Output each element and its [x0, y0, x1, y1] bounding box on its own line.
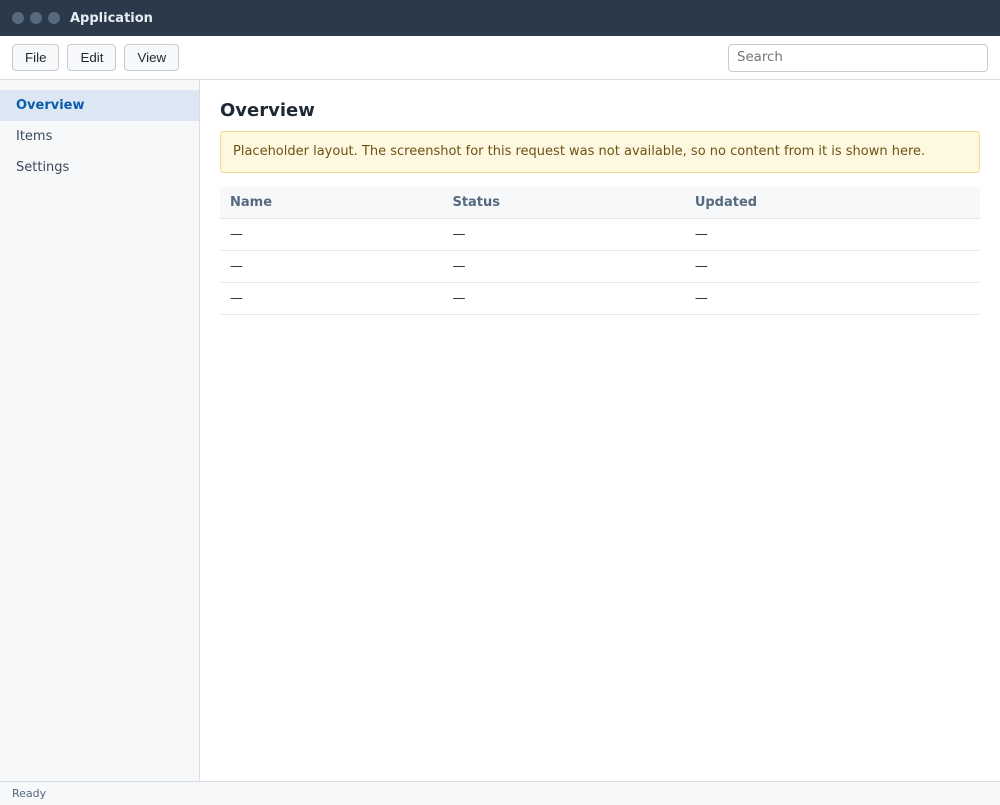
toolbar-button-view[interactable]: View [124, 44, 180, 71]
table-header-row: Name Status Updated [220, 186, 980, 219]
toolbar-button-edit[interactable]: Edit [67, 44, 117, 71]
table-row[interactable]: — — — [220, 250, 980, 283]
window-controls [12, 12, 60, 24]
table-cell: — [442, 250, 685, 283]
table-cell: — [442, 218, 685, 251]
table-row[interactable]: — — — [220, 282, 980, 315]
table-cell: — [220, 250, 443, 283]
status-text: Ready [12, 787, 47, 800]
sidebar-item-items[interactable]: Items [16, 129, 53, 144]
table-cell: — [684, 250, 980, 283]
toolbar: File Edit View [0, 36, 1000, 80]
column-header-updated[interactable]: Updated [684, 186, 980, 219]
status-bar: Ready [0, 781, 1000, 805]
window-title: Application [70, 10, 153, 26]
placeholder-notice: Placeholder layout. The screenshot for t… [220, 131, 980, 173]
sidebar-item-settings[interactable]: Settings [16, 160, 70, 175]
sidebar-item-overview[interactable]: Overview [0, 90, 199, 121]
minimize-window-button[interactable] [30, 12, 42, 24]
page-title: Overview [220, 100, 315, 121]
search-input[interactable] [728, 43, 988, 72]
toolbar-button-file[interactable]: File [12, 44, 60, 71]
table-cell: — [220, 218, 443, 251]
table-cell: — [220, 282, 443, 315]
table-row[interactable]: — — — [220, 218, 980, 251]
table-cell: — [684, 282, 980, 315]
main-panel: Overview Placeholder layout. The screens… [200, 80, 1000, 781]
close-window-button[interactable] [12, 12, 24, 24]
sidebar: Overview Items Settings [0, 80, 200, 781]
content-area: Overview Items Settings Overview Placeho… [0, 80, 1000, 781]
table-cell: — [442, 282, 685, 315]
table-cell: — [684, 218, 980, 251]
title-bar: Application [0, 0, 1000, 36]
column-header-status[interactable]: Status [442, 186, 685, 219]
maximize-window-button[interactable] [48, 12, 60, 24]
data-table: Name Status Updated — — — — — — [220, 186, 980, 315]
column-header-name[interactable]: Name [220, 186, 443, 219]
